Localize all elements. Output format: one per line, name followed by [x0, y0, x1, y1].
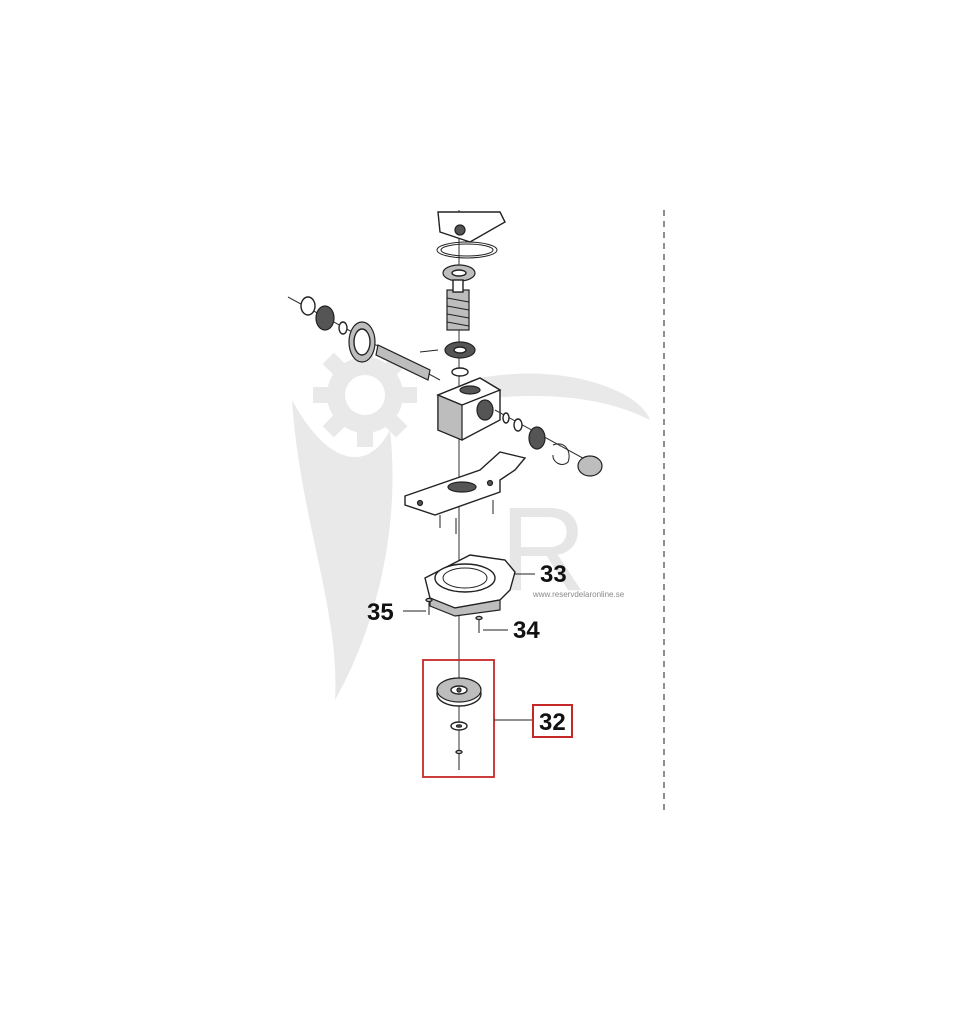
watermark-swoosh [292, 400, 393, 700]
top-plate-part [436, 211, 506, 259]
part-34-screw [475, 615, 508, 633]
callout-label-33: 33 [540, 561, 567, 588]
part-32-highlight-box [422, 659, 495, 778]
part-32-group [422, 659, 532, 778]
right-shaft-assembly [494, 409, 603, 477]
part-33-cover [424, 554, 535, 617]
watermark-letter: R [500, 482, 587, 616]
mounting-bracket-part [404, 451, 527, 534]
lower-bearing-part [444, 341, 476, 377]
callout-label-32: 32 [539, 709, 566, 736]
worm-shaft-part [446, 279, 470, 331]
watermark-arc [470, 373, 650, 420]
left-shaft-assembly [287, 296, 441, 381]
upper-bearing-part [442, 264, 476, 282]
gear-housing-part [436, 377, 502, 441]
callout-label-35: 35 [367, 599, 394, 626]
watermark-url: www.reservdelaronline.se [532, 590, 625, 599]
part-35-screw [403, 597, 433, 615]
callout-32-box [532, 704, 573, 738]
callout-label-34: 34 [513, 617, 540, 644]
